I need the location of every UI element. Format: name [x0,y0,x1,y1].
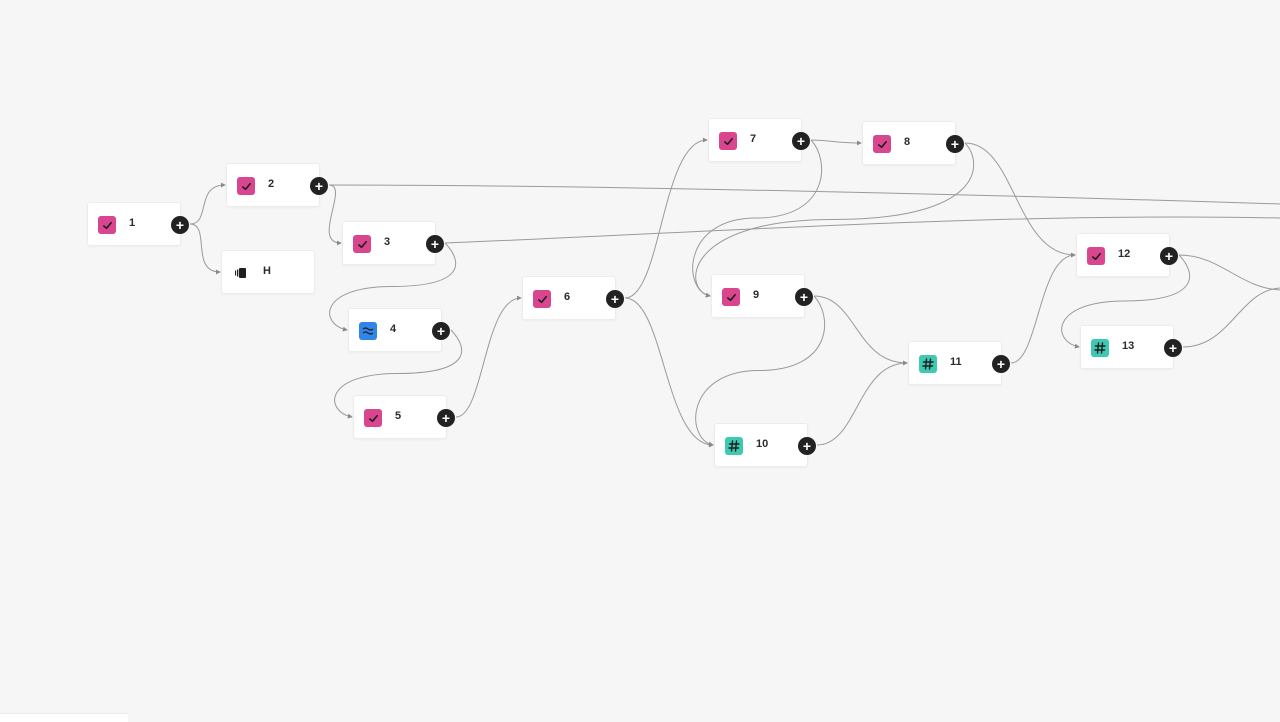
add-step-button[interactable]: + [310,177,328,195]
add-step-button[interactable]: + [171,216,189,234]
hash-icon [725,437,743,455]
wave-icon [359,322,377,340]
connector-edge [455,295,522,418]
add-step-button[interactable]: + [606,290,624,308]
check-icon [1087,247,1105,265]
node-label: 12 [1118,248,1131,260]
connector-edge [624,137,708,299]
connector-edge [189,182,226,225]
connector-edge [624,297,714,448]
workflow-node[interactable]: 12 + [1076,233,1178,277]
add-step-button[interactable]: + [1164,339,1182,357]
add-step-button[interactable]: + [946,135,964,153]
add-step-button[interactable]: + [798,437,816,455]
check-icon [722,288,740,306]
node-label: H [263,265,271,277]
workflow-node[interactable]: 2+ [226,163,328,207]
add-step-button[interactable]: + [792,132,810,150]
connector-edge [964,142,1076,258]
check-icon [353,235,371,253]
add-step-button[interactable]: + [1160,247,1178,265]
workflow-node[interactable]: 3+ [342,221,444,265]
connector-edge [813,295,908,366]
node-label: 2 [268,178,275,190]
workflow-node[interactable]: 9+ [711,274,813,318]
bottom-panel-tab[interactable] [0,713,128,722]
add-step-button[interactable]: + [437,409,455,427]
add-step-button[interactable]: + [795,288,813,306]
hash-icon [1091,339,1109,357]
workflow-node[interactable]: 11 + [908,341,1010,385]
node-label: 8 [904,136,911,148]
node-label: 6 [564,291,571,303]
connector-edge [1010,252,1076,364]
add-step-button[interactable]: + [432,322,450,340]
offscreen-edge [1182,287,1280,348]
connector-edge [328,184,342,246]
node-label: 9 [753,289,760,301]
connector-edge [810,139,862,146]
node-label: 4 [390,323,397,335]
workflow-node[interactable]: 1+ [87,202,189,246]
workflow-node[interactable]: 6+ [522,276,624,320]
connector-edge [189,223,221,275]
offscreen-edge [1178,254,1280,291]
workflow-node[interactable]: H [221,250,315,294]
node-label: 10 [756,438,769,450]
workflow-node[interactable]: 13 + [1080,325,1182,369]
workflow-node[interactable]: 4+ [348,308,450,352]
node-label: 13 [1122,340,1135,352]
node-label: 5 [395,410,402,422]
check-icon [719,132,737,150]
stack-icon [232,264,250,282]
node-label: 11 [950,356,962,368]
connector-edge [692,139,823,298]
hash-icon [919,355,937,373]
connector-edge [816,360,908,446]
check-icon [237,177,255,195]
workflow-node[interactable]: 7+ [708,118,810,162]
add-step-button[interactable]: + [992,355,1010,373]
check-icon [873,135,891,153]
workflow-node[interactable]: 10 + [714,423,816,467]
add-step-button[interactable]: + [426,235,444,253]
workflow-node[interactable]: 5+ [353,395,455,439]
node-label: 1 [129,217,136,229]
check-icon [364,409,382,427]
check-icon [98,216,116,234]
node-label: 3 [384,236,391,248]
offscreen-edge [328,184,1280,205]
node-label: 7 [750,133,757,145]
workflow-node[interactable]: 8+ [862,121,964,165]
check-icon [533,290,551,308]
